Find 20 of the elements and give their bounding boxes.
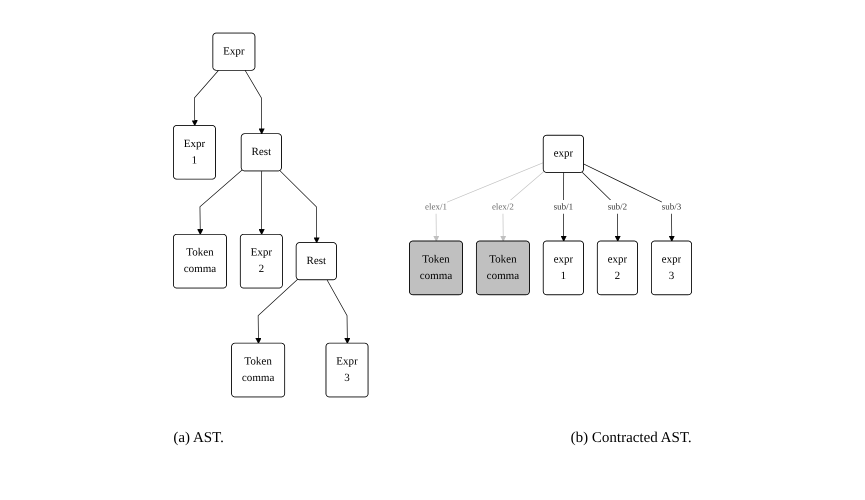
arrow xyxy=(244,70,265,134)
arrow xyxy=(500,170,545,242)
edge-label: sub/2 xyxy=(608,201,628,212)
arrow xyxy=(280,170,320,244)
arrow xyxy=(560,172,567,242)
arrow xyxy=(192,70,219,126)
arrow xyxy=(197,170,243,235)
arrow xyxy=(326,280,350,344)
edge-label: sub/1 xyxy=(554,201,574,212)
edge-label: sub/3 xyxy=(662,201,682,212)
arrow xyxy=(584,164,675,242)
arrow xyxy=(258,170,265,235)
figure-caption: (a) AST. xyxy=(173,430,224,447)
edge-label: elex/1 xyxy=(425,201,447,212)
arrow xyxy=(582,172,621,242)
arrow xyxy=(255,278,298,344)
edge-label: elex/2 xyxy=(492,201,514,212)
arrow xyxy=(433,162,544,242)
tree-diagram: Expr Expr 1 Rest Token comma Expr 2 Rest Token comma Expr 3 elex/1 elex/2 sub/1 sub/2 sub/3 expr Token comma Token comma expr 1 expr 2 expr 3 xyxy=(5,0,860,430)
figure-caption: (b) Contracted AST. xyxy=(570,430,692,447)
